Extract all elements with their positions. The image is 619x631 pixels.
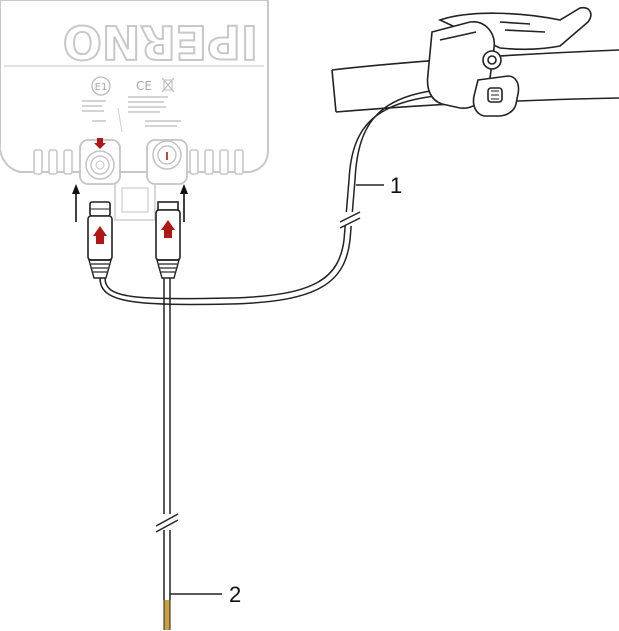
left-connector-icon [87, 201, 113, 279]
e-mark-text: E1 [95, 82, 108, 93]
cable-2-break [155, 513, 179, 533]
insert-arrows [72, 184, 188, 222]
wire-tip-icon [163, 600, 171, 630]
connector-arrow-icon-right [161, 220, 175, 238]
cable-1 [99, 85, 491, 306]
cable-2 [163, 278, 171, 600]
callout-2: 2 [170, 582, 241, 607]
socket-arrow-icon [94, 138, 106, 149]
callout-1-label: 1 [390, 173, 402, 198]
lamp-unit-icon: IPERNO E1 CE [0, 0, 269, 221]
right-socket-icon [146, 139, 188, 185]
callout-2-label: 2 [229, 582, 241, 607]
connector-arrow-icon [93, 226, 107, 244]
ce-mark-text: CE [136, 79, 152, 93]
cable-1-break [339, 211, 361, 229]
cooling-fins [33, 149, 244, 175]
e-mark-icon [91, 76, 111, 96]
callout-1: 1 [356, 173, 402, 198]
handlebar-switch-icon [426, 6, 592, 117]
right-connector-icon [155, 201, 181, 279]
lamp-logo: IPERNO [63, 15, 258, 69]
left-socket-icon [79, 138, 121, 185]
weee-bin-icon [161, 77, 175, 93]
label-fine-print [82, 96, 181, 127]
